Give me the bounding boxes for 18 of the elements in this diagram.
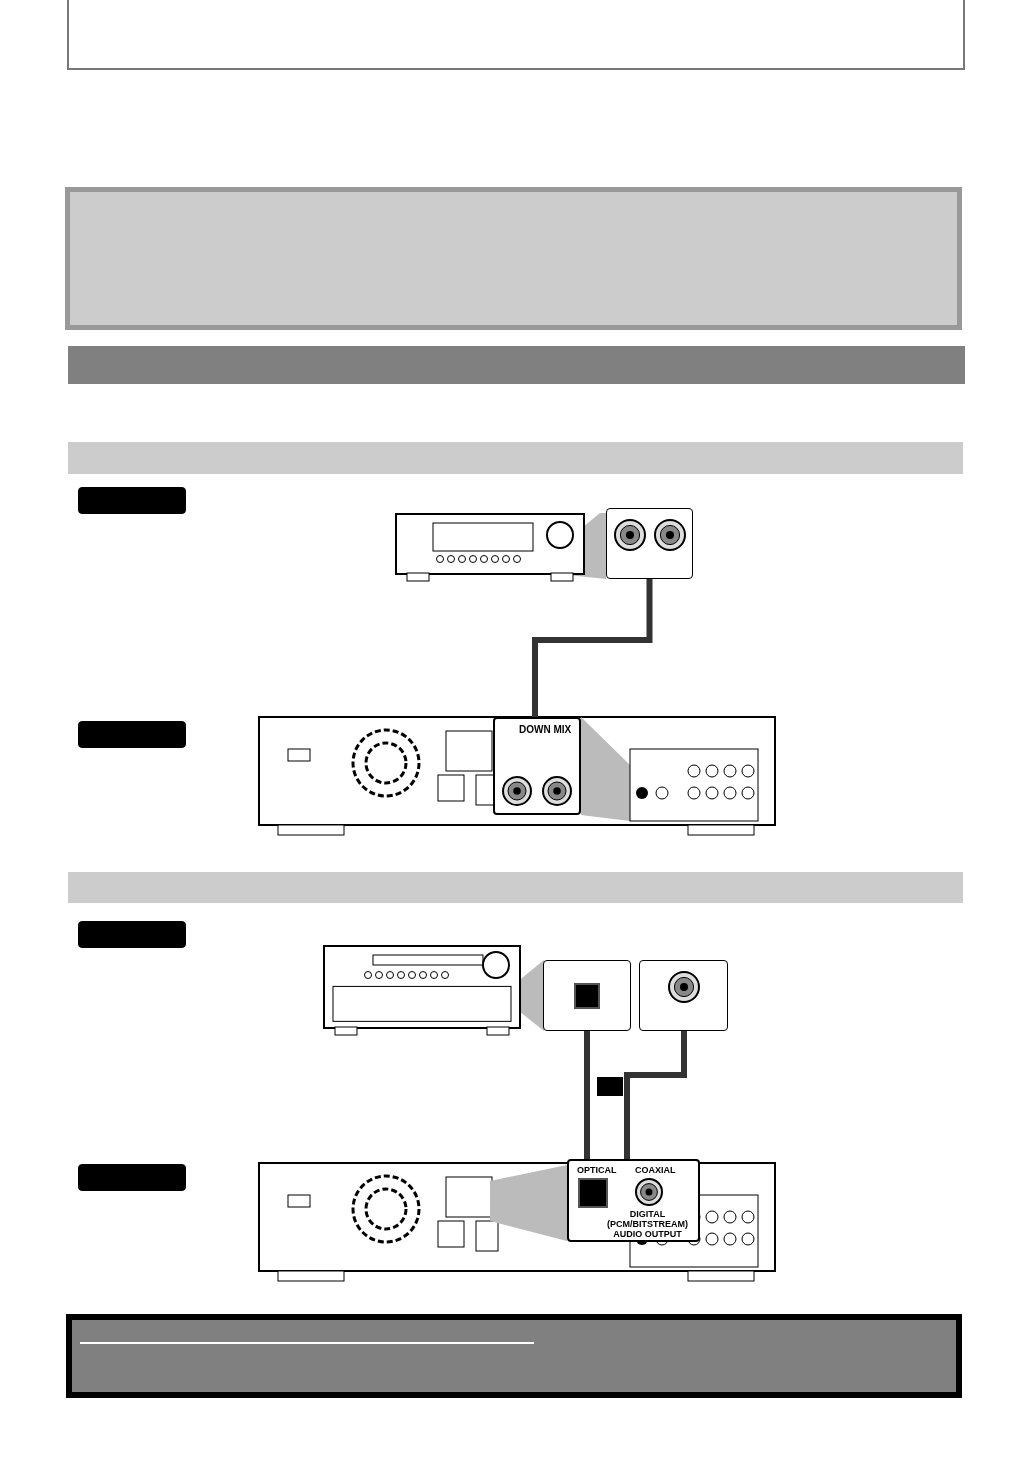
cable [532, 579, 653, 717]
label-plate [78, 487, 186, 514]
output-label: DIGITAL (PCM/BITSTREAM) AUDIO OUTPUT [606, 1209, 689, 1239]
jack-panel [567, 1159, 700, 1242]
jack-panel [606, 508, 693, 579]
jack-panel [493, 717, 581, 815]
cable [624, 1031, 687, 1159]
jack-label: DOWN MIX [519, 723, 572, 737]
cable [584, 1031, 590, 1159]
jack-label: COAXIAL [635, 1164, 676, 1177]
label-plate [78, 921, 186, 948]
label-plate [78, 721, 186, 748]
jack-panel [639, 960, 728, 1031]
subsection-bar [68, 442, 963, 474]
label-plate [78, 1164, 186, 1191]
jack-panel [543, 960, 631, 1031]
subsection-bar [68, 872, 963, 903]
jack-label: OPTICAL [577, 1164, 617, 1177]
